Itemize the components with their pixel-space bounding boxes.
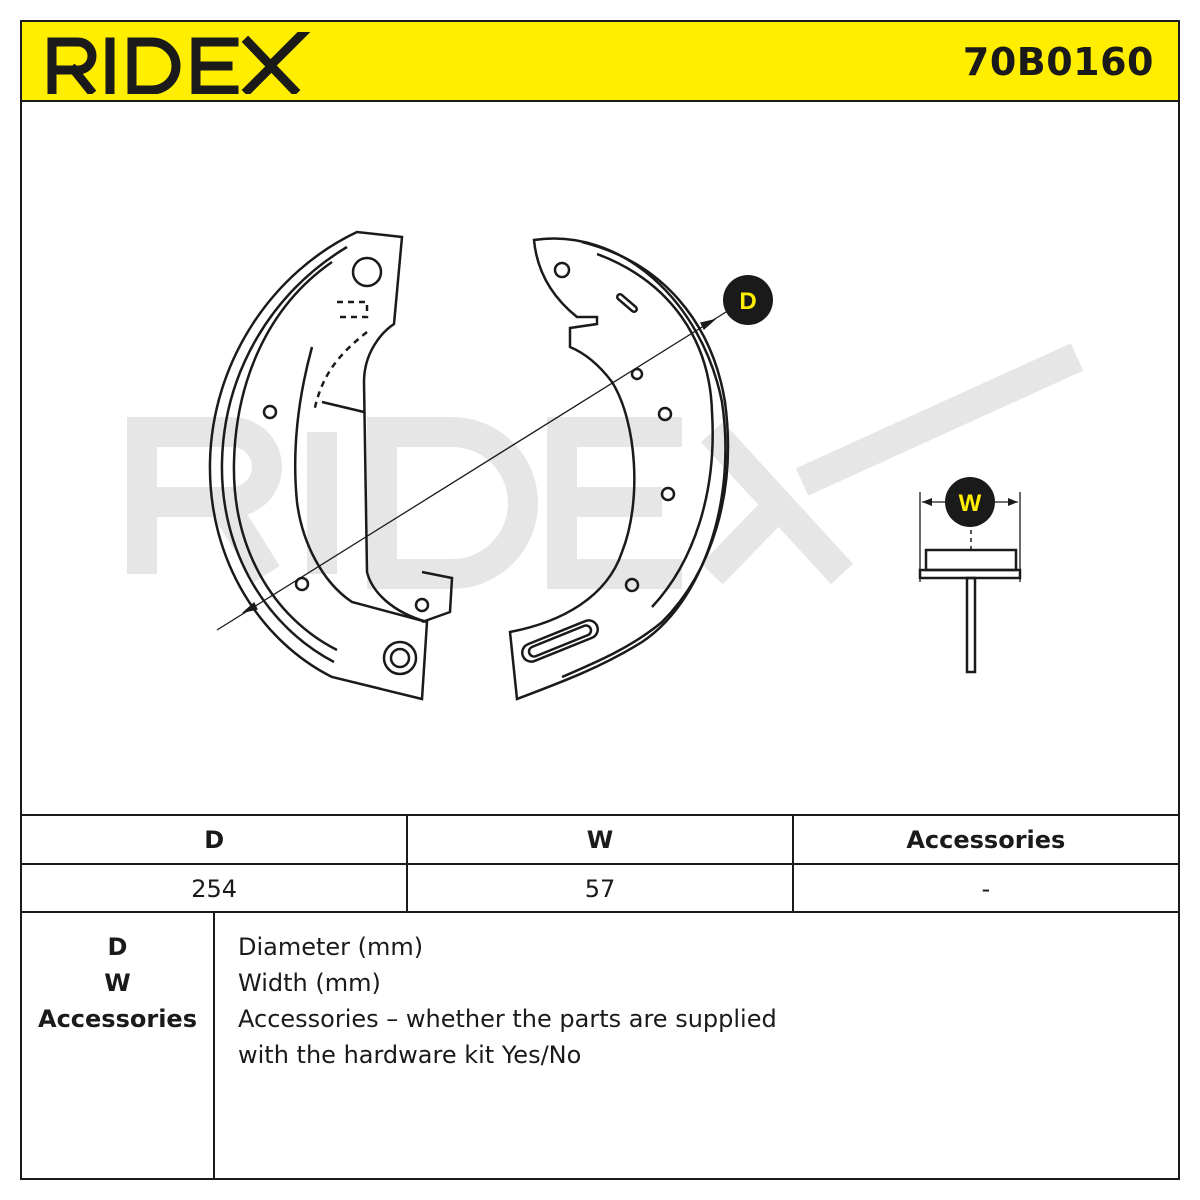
brake-shoe-drawing: D W: [127, 230, 1084, 701]
part-number: 70B0160: [962, 40, 1154, 84]
marker-d-label: D: [739, 288, 756, 315]
legend-descriptions: Diameter (mm) Width (mm) Accessories – w…: [238, 929, 1158, 1073]
legend: D W Accessories Diameter (mm) Width (mm)…: [22, 911, 1178, 1180]
legend-key-d: D: [107, 933, 128, 961]
spec-table: D W Accessories 254 57 -: [22, 814, 1178, 912]
brand-logo: [47, 32, 311, 94]
legend-desc-diameter: Diameter (mm): [238, 933, 424, 961]
product-sheet: 70B0160: [20, 20, 1180, 1180]
legend-desc-accessories-2: with the hardware kit Yes/No: [238, 1041, 582, 1069]
marker-w-label: W: [959, 490, 982, 517]
legend-keys: D W Accessories: [22, 913, 215, 1180]
spec-value-accessories: -: [791, 863, 1178, 912]
right-brake-shoe: [508, 237, 730, 701]
legend-desc-accessories-1: Accessories – whether the parts are supp…: [238, 1005, 777, 1033]
ridex-watermark: [127, 343, 1084, 589]
marker-d: D: [723, 275, 773, 325]
spec-header-d: D: [22, 814, 408, 864]
left-brake-shoe: [208, 230, 454, 701]
spec-table-value-row: 254 57 -: [22, 863, 1178, 912]
spec-value-w: 57: [406, 863, 793, 912]
marker-w: W: [945, 477, 995, 527]
header-bar: 70B0160: [22, 22, 1178, 102]
spec-header-accessories: Accessories: [791, 814, 1178, 864]
legend-key-accessories: Accessories: [38, 1005, 197, 1033]
diameter-dimension: [216, 301, 743, 631]
spec-value-d: 254: [22, 863, 408, 912]
legend-desc-width: Width (mm): [238, 969, 381, 997]
spec-header-w: W: [406, 814, 793, 864]
legend-key-w: W: [104, 969, 131, 997]
spec-table-header-row: D W Accessories: [22, 814, 1178, 864]
